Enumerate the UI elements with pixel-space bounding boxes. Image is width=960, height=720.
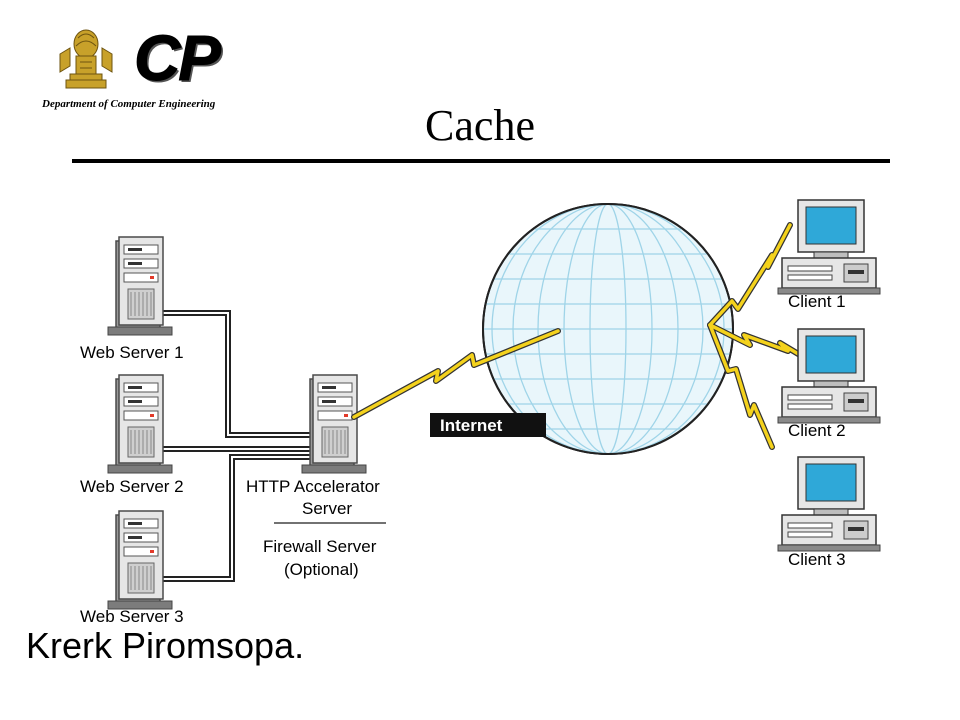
- firewall-label-line2: (Optional): [284, 560, 359, 579]
- lightning-links-clients-icon: [707, 222, 803, 450]
- department-logo: CP Department of Computer Engineering: [38, 18, 238, 118]
- web-server-3-icon: [107, 510, 173, 610]
- client-1-computer-icon: [777, 199, 881, 295]
- page-title: Cache: [425, 101, 535, 150]
- title-divider: [72, 159, 890, 163]
- web-server-3-label: Web Server 3: [80, 607, 184, 625]
- author-footer: Krerk Piromsopa.: [26, 625, 305, 666]
- web-server-1-label: Web Server 1: [80, 343, 184, 362]
- internet-label: Internet: [440, 416, 503, 435]
- web-server-1-icon: [107, 236, 173, 336]
- client-3-computer-icon: [777, 456, 881, 552]
- cp-logo-text: CP: [134, 22, 222, 94]
- internet-label-tag: Internet: [430, 413, 546, 437]
- web-server-2-icon: [107, 374, 173, 474]
- server-cables: [160, 310, 310, 582]
- accelerator-label-line2: Server: [302, 499, 352, 518]
- firewall-label-line1: Firewall Server: [263, 537, 377, 556]
- department-name: Department of Computer Engineering: [42, 98, 216, 110]
- client-2-label: Client 2: [788, 421, 846, 440]
- accelerator-label-line1: HTTP Accelerator: [246, 477, 380, 496]
- http-accelerator-server-icon: [301, 374, 367, 474]
- client-1-label: Client 1: [788, 292, 846, 311]
- web-server-2-label: Web Server 2: [80, 477, 184, 496]
- cache-network-diagram: Web Server 1 Web Server 2 Web Server 3 H…: [80, 199, 881, 625]
- university-emblem-icon: [59, 29, 113, 89]
- lightning-link-accelerator-icon: [351, 328, 561, 420]
- client-3-label: Client 3: [788, 550, 846, 569]
- internet-globe-icon: [482, 203, 734, 455]
- client-2-computer-icon: [777, 328, 881, 424]
